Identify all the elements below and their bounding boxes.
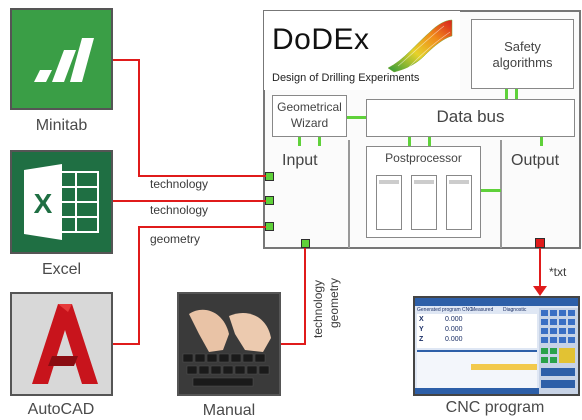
cnc-axis-panel	[417, 314, 537, 348]
cnc-keypad-icon	[541, 310, 575, 388]
connector-wizard-input-b	[318, 137, 321, 146]
cnc-bottom-bar	[415, 388, 539, 394]
cnc-value-x: 0.000	[445, 316, 463, 323]
connector-bus-output	[540, 137, 543, 146]
wire-autocad-h2	[138, 226, 266, 228]
excel-icon: X	[24, 164, 99, 240]
slot-2-bar	[414, 180, 434, 184]
cnc-axis-y: Y	[419, 326, 424, 333]
slot-1-bar	[379, 180, 399, 184]
data-bus-box	[366, 99, 575, 137]
cnc-program-label: CNC program	[445, 399, 545, 416]
geometrical-wizard-label: Geometrical Wizard	[277, 100, 342, 130]
cnc-lower-panel	[417, 350, 537, 390]
cnc-program-screen: Generated program CNC Measured Diagnosti…	[413, 296, 580, 396]
arrowhead-icon	[533, 286, 547, 296]
connector-wizard-bus	[347, 116, 366, 119]
app-title: DoDEx	[272, 23, 370, 56]
output-port	[535, 238, 545, 248]
minitab-label: Minitab	[35, 117, 88, 134]
cnc-header-text: Generated program CNC	[417, 307, 473, 313]
input-port-3	[265, 222, 274, 231]
geometrical-wizard-box	[272, 95, 347, 137]
cnc-status-bar	[471, 364, 537, 370]
input-port-1	[265, 172, 274, 181]
connector-bus-safety-b	[515, 89, 518, 99]
connector-bus-post-a	[408, 137, 411, 146]
cnc-axis-z: Z	[419, 336, 424, 343]
minitab-bars-icon	[34, 38, 94, 82]
wire-autocad-h1	[113, 343, 139, 345]
input-port-2	[265, 196, 274, 205]
label-minitab-technology: technology	[150, 177, 209, 191]
keyboard-hands-icon	[179, 294, 279, 394]
output-label: Output	[511, 152, 560, 169]
label-output-txt: *txt	[549, 265, 567, 279]
wire-manual-v	[304, 248, 306, 345]
input-label: Input	[282, 152, 318, 169]
excel-label: Excel	[41, 261, 82, 278]
autocad-icon	[12, 294, 111, 394]
svg-text:X: X	[34, 188, 53, 219]
connector-wizard-input-a	[298, 137, 301, 146]
safety-algorithms-box	[471, 19, 574, 89]
surface-plot-icon	[387, 19, 453, 73]
excel-logo: X	[10, 150, 113, 254]
wire-minitab-h1	[113, 59, 139, 61]
manual-label: Manual	[202, 402, 256, 419]
postprocessor-slot-3	[446, 175, 472, 230]
wire-autocad-v	[138, 226, 140, 345]
label-excel-technology: technology	[150, 203, 209, 217]
cnc-value-z: 0.000	[445, 336, 463, 343]
slot-3-bar	[449, 180, 469, 184]
wire-manual-h	[281, 343, 306, 345]
safety-algorithms-label: Safety algorithms	[492, 39, 553, 70]
cnc-axis-x: X	[419, 316, 424, 323]
wire-excel	[113, 200, 266, 202]
minitab-logo	[10, 8, 113, 110]
postprocessor-slot-1	[376, 175, 402, 230]
manual-keyboard-image	[177, 292, 281, 396]
autocad-logo	[10, 292, 113, 396]
output-divider	[500, 140, 502, 248]
label-manual-geometry: geometry	[327, 277, 341, 328]
cnc-header-bar	[415, 298, 578, 306]
cnc-col-diagnostic: Diagnostic	[503, 307, 527, 313]
postprocessor-slot-2	[411, 175, 437, 230]
app-subtitle: Design of Drilling Experiments	[272, 72, 420, 84]
cnc-col-measured: Measured	[471, 307, 494, 313]
autocad-label: AutoCAD	[27, 401, 95, 418]
wire-output-cnc	[539, 248, 541, 288]
wire-minitab-v	[138, 59, 140, 177]
label-manual-technology: technology	[311, 279, 325, 338]
connector-bus-safety-a	[505, 89, 508, 99]
connector-post-output	[481, 189, 501, 192]
wire-minitab-h2	[138, 175, 266, 177]
input-divider	[348, 140, 350, 248]
data-bus-label: Data bus	[436, 107, 505, 126]
postprocessor-label: Postprocessor	[385, 151, 462, 165]
cnc-keypad	[539, 308, 578, 394]
input-port-manual	[301, 239, 310, 248]
connector-bus-post-b	[428, 137, 431, 146]
label-autocad-geometry: geometry	[150, 232, 201, 246]
cnc-value-y: 0.000	[445, 326, 463, 333]
